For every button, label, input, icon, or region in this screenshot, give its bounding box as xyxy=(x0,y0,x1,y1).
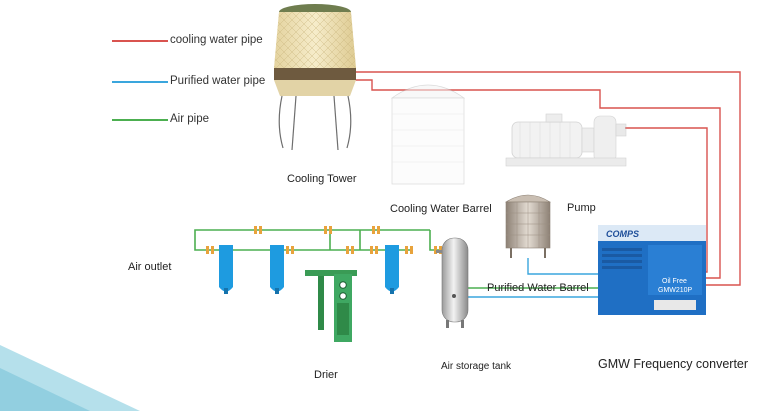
air-filter xyxy=(270,245,284,294)
drier xyxy=(305,270,357,342)
label-cooling-tower: Cooling Tower xyxy=(287,173,357,185)
corner-decoration-dark xyxy=(0,368,90,411)
compressor-model: GMW210P xyxy=(658,287,693,294)
pipe-fittings xyxy=(206,226,442,254)
label-air-outlet: Air outlet xyxy=(128,261,172,273)
legend-label-air: Air pipe xyxy=(170,113,209,125)
label-drier: Drier xyxy=(314,369,338,381)
label-pump: Pump xyxy=(567,202,596,214)
air-storage-tank xyxy=(436,237,469,328)
label-frequency-converter: GMW Frequency converter xyxy=(598,357,749,371)
air-filter xyxy=(385,245,399,294)
purified-water-pipes xyxy=(468,258,600,298)
air-filter xyxy=(219,245,233,294)
cooling-water-barrel xyxy=(390,84,466,185)
label-air-storage-tank: Air storage tank xyxy=(441,361,512,372)
purified-water-barrel xyxy=(504,194,552,258)
legend-swatch-purified xyxy=(112,81,168,83)
cooling-tower xyxy=(274,4,356,151)
compressor-brand: COMPS xyxy=(606,229,640,239)
legend-label-cooling: cooling water pipe xyxy=(170,34,263,46)
label-purified-water-barrel: Purified Water Barrel xyxy=(487,282,589,294)
cooling-water-pipes xyxy=(350,71,741,286)
label-cooling-water-barrel: Cooling Water Barrel xyxy=(390,203,492,215)
legend-swatch-cooling xyxy=(112,40,168,42)
pump xyxy=(505,113,627,167)
frequency-converter-unit xyxy=(598,225,706,315)
legend-swatch-air xyxy=(112,119,168,121)
compressor-subtitle: Oil Free xyxy=(662,278,687,285)
legend-label-purified: Purified water pipe xyxy=(170,75,266,87)
